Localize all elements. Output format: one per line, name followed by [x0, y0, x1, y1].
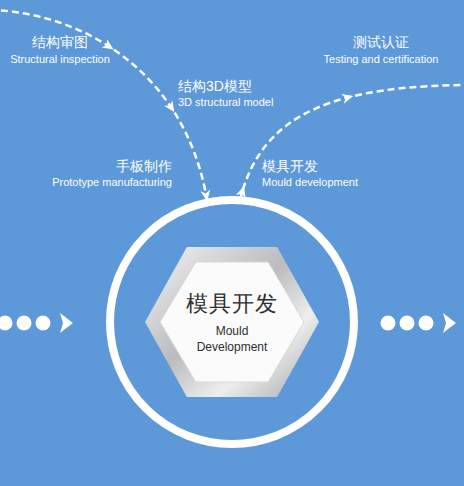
- stage-label: Prototype manufacturing: [52, 176, 172, 189]
- dashed-arc: [240, 85, 464, 200]
- stage-label: 3D structural model: [178, 96, 273, 109]
- node-subtitle: Mould Development: [192, 323, 272, 355]
- dashed-arc: [0, 10, 207, 200]
- arrow-head: [236, 185, 249, 198]
- arrow-head: [164, 100, 178, 115]
- node-title: 模具开发: [186, 289, 278, 319]
- stage-label: Testing and certification: [324, 53, 439, 66]
- right-dots: [381, 313, 457, 333]
- hexagon-shape: [144, 246, 320, 398]
- hexagon-badge: 模具开发 Mould Development: [144, 246, 320, 398]
- stage-label: 模具开发: [262, 158, 318, 175]
- stage-label: 测试认证: [353, 34, 409, 51]
- left-dots: [0, 313, 73, 333]
- stage-label: 手板制作: [116, 158, 172, 175]
- stage-label: 结构3D模型: [178, 78, 252, 95]
- arrow-head: [102, 39, 117, 53]
- arrow-head: [341, 91, 354, 103]
- stage-label: Mould development: [262, 176, 358, 189]
- stage-label: Structural inspection: [10, 53, 110, 66]
- stage-label: 结构审图: [32, 34, 88, 51]
- center-ring: [110, 200, 354, 444]
